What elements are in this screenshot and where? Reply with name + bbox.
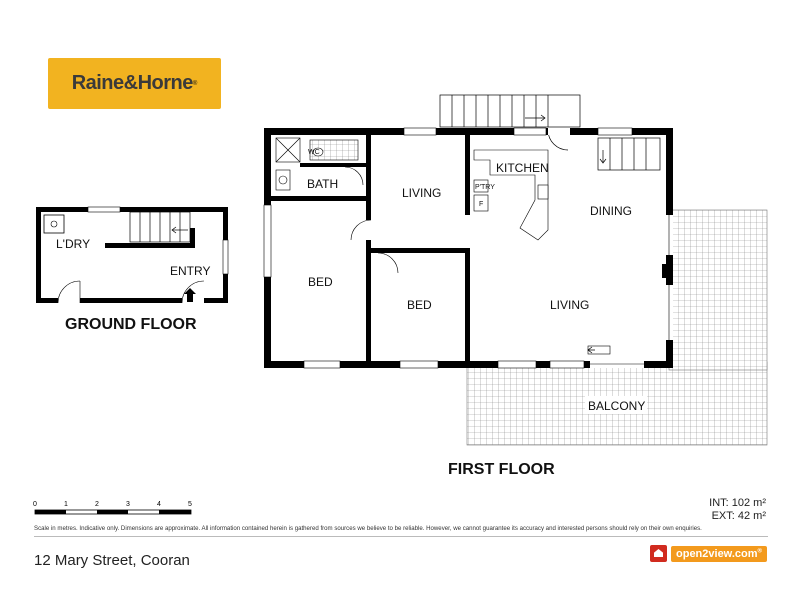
stairs — [129, 211, 191, 243]
open2view-label: open2view.com — [676, 547, 758, 560]
room-label-balcony: BALCONY — [588, 399, 645, 413]
room-label-living-small: LIVING — [402, 186, 441, 200]
window — [549, 360, 585, 369]
wall — [36, 207, 228, 212]
balcony-deck — [668, 209, 768, 371]
room-label-fridge: F — [479, 201, 483, 208]
room-label-bed-1: BED — [308, 275, 333, 289]
room-label-entry: ENTRY — [170, 264, 210, 278]
door-swing — [57, 280, 81, 304]
scale-tick-label: 2 — [95, 501, 99, 508]
room-label-laundry: L'DRY — [56, 237, 90, 251]
sliding-door — [590, 361, 644, 368]
window — [87, 206, 121, 213]
laundry-tub — [43, 214, 65, 234]
door-swing — [344, 166, 399, 274]
brand-trademark: ® — [192, 80, 198, 87]
wall — [271, 196, 371, 201]
room-label-dining: DINING — [590, 204, 632, 218]
area-summary: INT: 102 m² EXT: 42 m² — [660, 497, 766, 523]
window — [222, 239, 229, 275]
area-external: EXT: 42 m² — [711, 510, 766, 522]
room-label-wc: WC — [308, 149, 320, 156]
wall — [264, 128, 673, 135]
brand-name: Raine&Horne — [71, 72, 194, 94]
stairs — [597, 137, 661, 171]
room-label-kitchen: KITCHEN — [496, 161, 549, 175]
window — [597, 127, 633, 136]
wall — [190, 228, 195, 248]
ground-floor-plan: L'DRY ENTRY GROUND FLOOR — [36, 206, 229, 333]
wall — [36, 298, 58, 303]
room-label-pantry: P'TRY — [475, 184, 495, 191]
kitchen-bench — [473, 149, 549, 241]
divider — [34, 536, 768, 537]
open2view-trademark: ® — [757, 547, 762, 554]
scale-bar: 0 1 2 3 4 5 — [33, 501, 192, 515]
entry-arrow-icon — [184, 288, 196, 302]
ground-floor-title: GROUND FLOOR — [65, 316, 197, 333]
wall — [80, 298, 182, 303]
room-label-bath: BATH — [307, 177, 338, 191]
wall — [465, 135, 470, 215]
wall — [300, 163, 366, 167]
wall — [400, 248, 470, 253]
area-internal: INT: 102 m² — [709, 497, 766, 509]
scale-tick-label: 1 — [64, 501, 68, 508]
first-floor-title: FIRST FLOOR — [448, 461, 555, 478]
wall — [366, 135, 371, 220]
window — [497, 360, 537, 369]
window — [513, 127, 547, 136]
scale-tick-label: 5 — [188, 501, 192, 508]
disclaimer: Scale in metres. Indicative only. Dimens… — [34, 525, 702, 532]
door-opening — [548, 128, 570, 135]
scale-tick-label: 0 — [33, 501, 37, 508]
wall — [105, 243, 195, 248]
window — [303, 360, 341, 369]
wall — [36, 207, 41, 303]
stairs — [439, 94, 581, 151]
scale-tick-label: 3 — [126, 501, 130, 508]
window — [263, 204, 272, 278]
wall — [465, 248, 470, 361]
wall — [204, 298, 228, 303]
open2view-wordmark: open2view.com® — [671, 545, 767, 562]
open2view-logo: open2view.com® — [650, 545, 767, 562]
room-label-bed-2: BED — [407, 298, 432, 312]
door-swing — [181, 280, 205, 304]
balcony-label-bg — [585, 396, 647, 414]
house-icon — [650, 545, 667, 562]
wall — [264, 361, 673, 368]
bathroom-fixtures — [275, 137, 359, 191]
property-address: 12 Mary Street, Cooran — [34, 552, 190, 569]
brand-logo: Raine&Horne® — [48, 58, 221, 109]
window — [399, 360, 439, 369]
room-label-living-main: LIVING — [550, 298, 589, 312]
sliding-door — [666, 215, 673, 255]
first-floor-plan: WC BATH LIVING KITCHEN P'TRY F DINING BE… — [263, 94, 768, 478]
wall — [366, 240, 371, 361]
wall — [366, 248, 402, 253]
sliding-door — [666, 285, 673, 340]
scale-tick-label: 4 — [157, 501, 161, 508]
window — [403, 127, 437, 136]
